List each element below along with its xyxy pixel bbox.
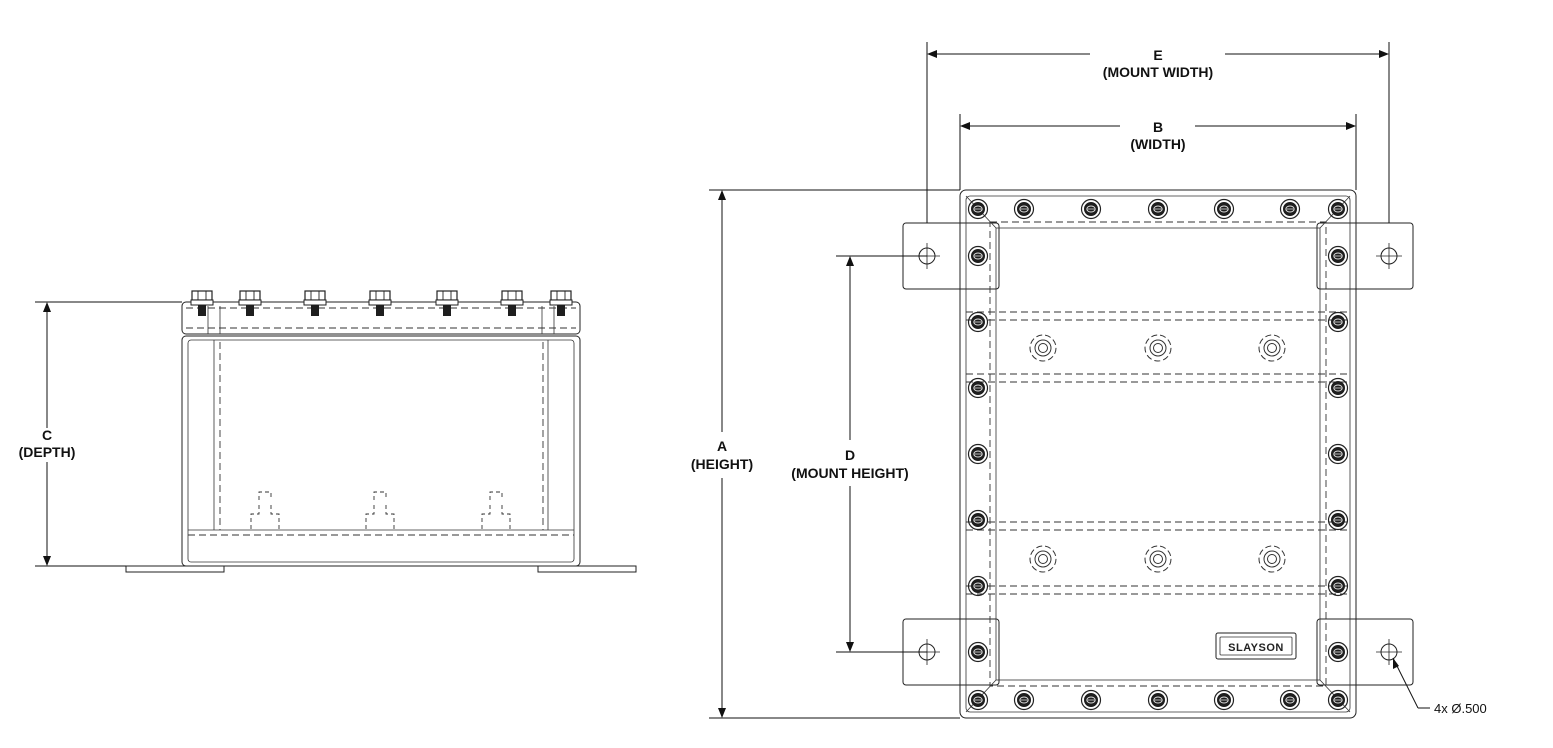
front-view: SLAYSON E (MOUNT WIDTH) B (WIDTH) xyxy=(691,42,1487,719)
bolt-icon xyxy=(500,290,524,316)
dimension-b: B (WIDTH) xyxy=(959,114,1357,190)
perimeter-bolts xyxy=(967,198,1349,711)
bolt-icon xyxy=(1327,641,1349,663)
bolt-icon xyxy=(1327,245,1349,267)
bolt-icon xyxy=(1013,198,1035,220)
bolt-icon xyxy=(967,689,989,711)
bolt-icon xyxy=(303,290,327,316)
dimension-d-name: (MOUNT HEIGHT) xyxy=(791,465,908,481)
dimension-e-name: (MOUNT WIDTH) xyxy=(1103,64,1213,80)
stud-icon xyxy=(365,491,395,530)
dimension-a-name: (HEIGHT) xyxy=(691,456,753,472)
stud-icon xyxy=(1144,545,1172,573)
side-body xyxy=(181,335,581,567)
stud-icon xyxy=(1258,545,1286,573)
bolt-icon xyxy=(1327,198,1349,220)
upper-rail xyxy=(966,311,1350,383)
bolt-icon xyxy=(1213,689,1235,711)
bolt-icon xyxy=(238,290,262,316)
bolt-icon xyxy=(967,377,989,399)
dimension-b-name: (WIDTH) xyxy=(1130,136,1185,152)
stud-icon xyxy=(1029,334,1057,362)
side-view: C (DEPTH) xyxy=(19,290,637,573)
stud-icon xyxy=(1144,334,1172,362)
brand-logo-text: SLAYSON xyxy=(1228,642,1284,654)
bolt-icon xyxy=(1327,575,1349,597)
mount-hole-icon xyxy=(1376,243,1402,269)
brand-plate: SLAYSON xyxy=(1215,632,1297,660)
bolt-icon xyxy=(549,290,573,316)
bolt-icon xyxy=(967,311,989,333)
bolt-icon xyxy=(967,198,989,220)
bolt-icon xyxy=(1279,198,1301,220)
bolt-icon xyxy=(967,443,989,465)
stud-icon xyxy=(1029,545,1057,573)
bolt-icon xyxy=(190,290,214,316)
dimension-d: D (MOUNT HEIGHT) xyxy=(791,255,927,653)
bolt-icon xyxy=(1279,689,1301,711)
mounting-holes xyxy=(914,243,1402,665)
lower-rail xyxy=(966,521,1350,595)
bolt-icon xyxy=(1013,689,1035,711)
bolt-icon xyxy=(967,641,989,663)
stud-icon xyxy=(250,491,280,530)
dimension-c-name: (DEPTH) xyxy=(19,444,76,460)
hole-callout: 4x Ø.500 xyxy=(1392,657,1487,716)
bolt-icon xyxy=(967,245,989,267)
mount-hole-icon xyxy=(1376,639,1402,665)
dimension-d-letter: D xyxy=(845,447,855,463)
mount-tab-top-right xyxy=(1316,222,1414,290)
dimension-a: A (HEIGHT) xyxy=(691,189,960,719)
bolt-icon xyxy=(1327,689,1349,711)
rail-studs xyxy=(1029,334,1286,573)
side-internal-studs xyxy=(250,491,511,530)
stud-icon xyxy=(1258,334,1286,362)
bolt-icon xyxy=(967,509,989,531)
front-enclosure-body xyxy=(959,189,1357,719)
bolt-icon xyxy=(967,575,989,597)
bolt-icon xyxy=(1327,377,1349,399)
bolt-icon xyxy=(1147,689,1169,711)
dimension-b-letter: B xyxy=(1153,119,1163,135)
bolt-icon xyxy=(1327,443,1349,465)
bolt-icon xyxy=(1327,311,1349,333)
dimension-c-letter: C xyxy=(42,427,52,443)
bolt-icon xyxy=(1080,198,1102,220)
bolt-icon xyxy=(1213,198,1235,220)
side-right-foot xyxy=(537,565,637,573)
bolt-icon xyxy=(1147,198,1169,220)
dimension-e: E (MOUNT WIDTH) xyxy=(926,42,1390,223)
bolt-icon xyxy=(1327,509,1349,531)
mount-tab-bottom-right xyxy=(1316,618,1414,686)
dimension-e-letter: E xyxy=(1153,47,1162,63)
bolt-icon xyxy=(435,290,459,316)
stud-icon xyxy=(481,491,511,530)
hole-callout-text: 4x Ø.500 xyxy=(1434,701,1487,716)
dimension-a-letter: A xyxy=(717,438,727,454)
bolt-icon xyxy=(368,290,392,316)
bolt-icon xyxy=(1080,689,1102,711)
side-bolts xyxy=(190,290,573,316)
dimension-c: C (DEPTH) xyxy=(19,301,182,567)
side-left-foot xyxy=(125,565,225,573)
